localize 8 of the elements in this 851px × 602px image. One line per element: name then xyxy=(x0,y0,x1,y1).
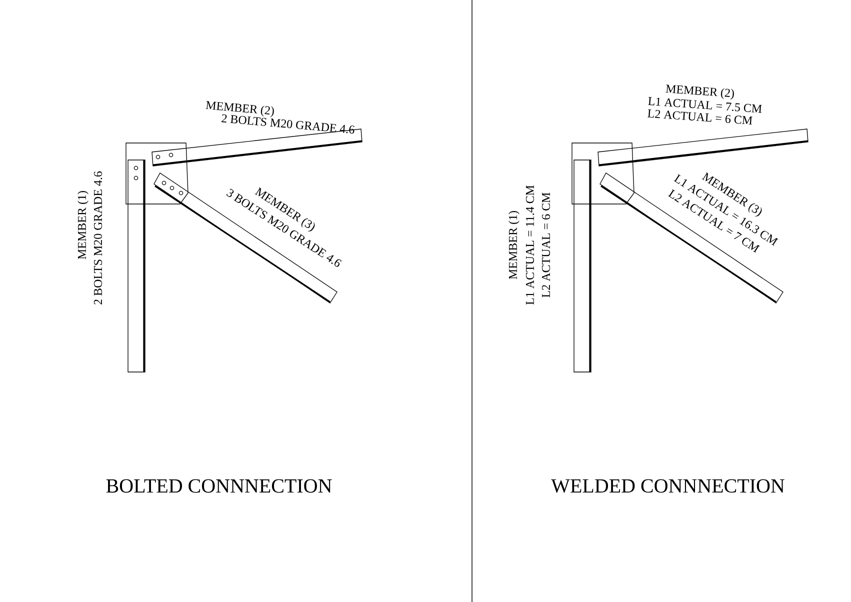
connection-title: WELDED CONNNECTION xyxy=(551,479,784,493)
member-label: L1 ACTUAL = 11.4 CM xyxy=(526,185,534,305)
member-label: MEMBER (1) xyxy=(78,191,88,260)
connection-title: BOLTED CONNNECTION xyxy=(106,479,332,493)
member-label: 2 BOLTS M20 GRADE 4.6 xyxy=(94,171,102,304)
member-label: MEMBER (1) xyxy=(508,211,520,280)
member-label: L2 ACTUAL = 6 CM xyxy=(542,192,550,298)
member-label: MEMBER (2) xyxy=(666,84,734,100)
